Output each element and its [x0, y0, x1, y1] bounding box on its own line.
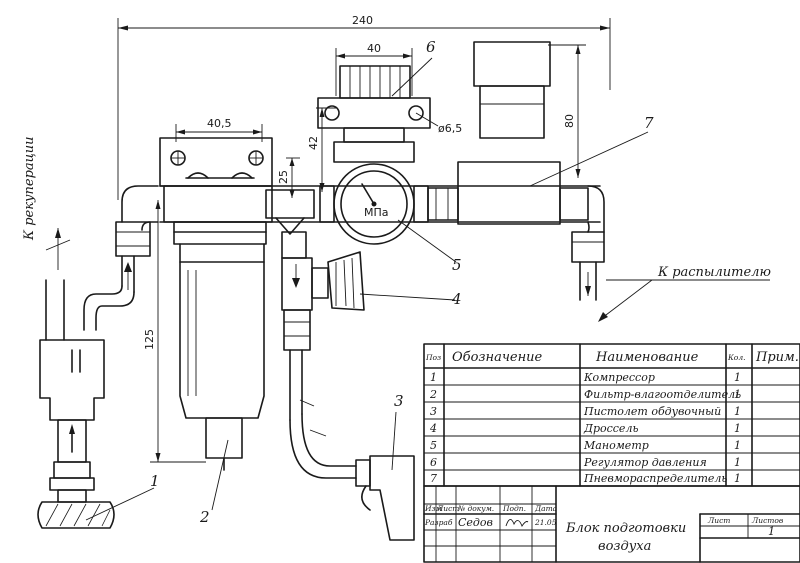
hole-diameter: ø6,5	[438, 122, 462, 135]
compressor-assembly	[37, 279, 115, 529]
table-row: 6 Регулятор давления 1	[430, 456, 741, 469]
svg-text:1: 1	[734, 456, 741, 469]
tb-developer-name: Седов	[458, 516, 493, 529]
tb-change: Изм	[424, 504, 442, 513]
svg-text:Компрессор: Компрессор	[583, 371, 655, 384]
callout-7: 7	[644, 114, 654, 132]
dimension-regulator-width: 40	[335, 42, 413, 96]
svg-text:Дроссель: Дроссель	[583, 422, 638, 435]
dimension-valve-height: 80	[548, 44, 586, 178]
blow-gun: 3	[355, 392, 415, 541]
tb-docnum: № докум.	[457, 504, 494, 513]
col-designation: Обозначение	[452, 350, 543, 365]
filter-separator: 2	[159, 137, 273, 526]
pressure-regulator: 6 ø6,5	[317, 38, 462, 163]
tb-developer-label: Разраб	[424, 518, 453, 527]
label-to-recuperation: К рекуперации	[22, 137, 37, 241]
svg-text:5: 5	[430, 439, 437, 452]
parts-table: Поз Обозначение Наименование Кол. Прим. …	[423, 343, 800, 487]
tb-date-value: 21.05	[534, 518, 557, 527]
throttle-valve: 4	[281, 251, 462, 311]
svg-text:1: 1	[430, 371, 437, 384]
svg-text:3: 3	[430, 405, 437, 418]
svg-text:Пистолет обдувочный: Пистолет обдувочный	[583, 405, 721, 418]
dimension-filter-height: 125	[143, 200, 206, 463]
table-row: 5 Манометр 1	[430, 439, 741, 452]
dim-80: 80	[563, 114, 576, 128]
gauge-unit: МПа	[364, 206, 389, 219]
pneumatic-valve: 7	[427, 41, 654, 225]
tb-sheets-value: 1	[768, 525, 775, 538]
callout-3: 3	[394, 392, 404, 410]
col-qty: Кол.	[727, 353, 745, 362]
callout-5: 5	[452, 256, 462, 274]
left-elbow-fitting	[115, 185, 159, 257]
dim-40-5: 40,5	[207, 117, 232, 130]
svg-text:6: 6	[430, 456, 437, 469]
table-row: 4 Дроссель 1	[429, 422, 741, 435]
col-name: Наименование	[595, 350, 699, 365]
dimension-regulator-height: 42	[307, 107, 336, 192]
svg-text:4: 4	[429, 422, 437, 435]
gun-hose	[283, 309, 357, 479]
right-elbow-fitting	[571, 185, 605, 301]
svg-text:Пневмораспределитель: Пневмораспределитель	[583, 472, 727, 485]
svg-text:1: 1	[734, 405, 741, 418]
table-row: 1 Компрессор 1	[430, 371, 741, 384]
dimension-connection-height: 25	[277, 157, 300, 198]
col-note: Прим.	[755, 350, 799, 365]
tb-sign: Подп.	[502, 504, 526, 513]
dim-42: 42	[307, 136, 320, 150]
svg-text:2: 2	[429, 388, 437, 401]
col-pos: Поз	[425, 353, 441, 362]
table-row: 2 Фильтр-влагоотделитель 1	[429, 388, 741, 401]
dimension-overall-width: 240	[117, 14, 611, 200]
dim-40: 40	[367, 42, 381, 55]
svg-text:1: 1	[734, 371, 741, 384]
tb-title-line2: воздуха	[598, 539, 651, 554]
dim-25: 25	[277, 170, 290, 184]
svg-text:7: 7	[430, 472, 437, 485]
dim-240: 240	[352, 14, 373, 27]
tee-fitting	[265, 189, 315, 259]
dim-125: 125	[143, 329, 156, 350]
dimension-filter-width: 40,5	[175, 117, 263, 142]
svg-text:Манометр: Манометр	[583, 439, 649, 452]
callout-6: 6	[426, 38, 436, 56]
svg-text:1: 1	[734, 472, 741, 485]
tb-sheets-label: Листов	[751, 516, 784, 525]
callout-4: 4	[451, 290, 462, 308]
label-to-sprayer: К распылителю	[657, 265, 771, 280]
callout-1: 1	[150, 472, 160, 490]
callout-2: 2	[199, 508, 210, 526]
svg-text:Регулятор давления: Регулятор давления	[583, 456, 707, 469]
svg-text:1: 1	[734, 388, 741, 401]
tb-signature	[505, 519, 529, 527]
tb-sheet-label: Лист	[707, 516, 730, 525]
table-row: 3 Пистолет обдувочный 1	[430, 405, 741, 418]
sprayer-flow-label: К распылителю	[598, 265, 771, 322]
svg-text:Фильтр-влагоотделитель: Фильтр-влагоотделитель	[584, 388, 741, 401]
tb-sheet-col: Лист	[436, 504, 459, 513]
callout-1-leader: 1	[85, 472, 160, 521]
title-block: Изм Лист № докум. Подп. Дата Разраб Седо…	[423, 485, 800, 563]
tb-title-line1: Блок подготовки	[565, 521, 686, 536]
recuperation-line: К рекуперации	[22, 137, 135, 331]
tb-date: Дата	[534, 504, 557, 513]
svg-text:1: 1	[734, 439, 741, 452]
svg-text:1: 1	[734, 422, 741, 435]
table-row: 7 Пневмораспределитель 1	[430, 472, 741, 485]
